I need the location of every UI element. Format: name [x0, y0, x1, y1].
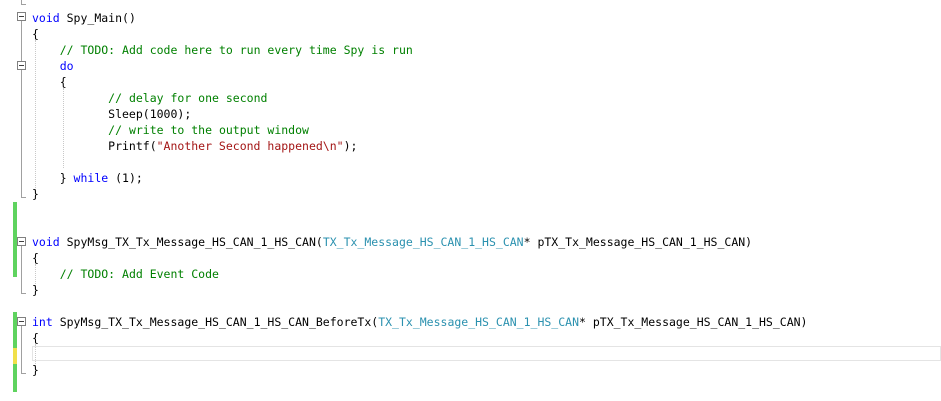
code-token: [32, 123, 108, 137]
comment-token: // delay for one second: [108, 91, 268, 105]
code-token: Sleep(1000);: [32, 107, 192, 121]
code-line[interactable]: [0, 346, 941, 362]
code-line-text: int SpyMsg_TX_Tx_Message_HS_CAN_1_HS_CAN…: [32, 314, 807, 330]
code-token: (1);: [108, 171, 143, 185]
code-line[interactable]: do: [0, 58, 941, 74]
code-line[interactable]: {: [0, 26, 941, 42]
code-line[interactable]: [0, 202, 941, 218]
code-token: }: [32, 283, 39, 297]
change-bar-saved: [13, 312, 17, 348]
code-line[interactable]: // TODO: Add code here to run every time…: [0, 42, 941, 58]
code-line-text: void Spy_Main(): [32, 10, 136, 26]
string-token: "Another Second happened\n": [156, 139, 344, 153]
collapse-toggle-icon[interactable]: [17, 317, 26, 326]
code-line-text: do: [32, 58, 74, 74]
comment-token: // TODO: Add Event Code: [59, 267, 219, 281]
code-token: [32, 91, 108, 105]
code-line[interactable]: }: [0, 282, 941, 298]
code-token: * pTX_Tx_Message_HS_CAN_1_HS_CAN): [523, 235, 753, 249]
code-line[interactable]: void SpyMsg_TX_Tx_Message_HS_CAN_1_HS_CA…: [0, 234, 941, 250]
code-line[interactable]: {: [0, 330, 941, 346]
code-token: [32, 59, 60, 73]
type-token: TX_Tx_Message_HS_CAN_1_HS_CAN: [322, 235, 524, 249]
code-token: [32, 267, 60, 281]
code-line-text: Sleep(1000);: [32, 106, 191, 122]
code-line[interactable]: {: [0, 74, 941, 90]
code-line[interactable]: }: [0, 362, 941, 378]
code-line[interactable]: [0, 218, 941, 234]
collapse-toggle-icon[interactable]: [17, 237, 26, 246]
type-token: TX_Tx_Message_HS_CAN_1_HS_CAN: [378, 315, 579, 329]
code-line[interactable]: Printf("Another Second happened\n");: [0, 138, 941, 154]
code-line[interactable]: int SpyMsg_TX_Tx_Message_HS_CAN_1_HS_CAN…: [0, 314, 941, 330]
code-line-text: void SpyMsg_TX_Tx_Message_HS_CAN_1_HS_CA…: [32, 234, 752, 250]
code-line[interactable]: [0, 154, 941, 170]
collapse-toggle-icon[interactable]: [17, 12, 26, 21]
code-token: }: [32, 187, 39, 201]
comment-token: // TODO: Add code here to run every time…: [59, 43, 413, 57]
code-token: {: [32, 251, 39, 265]
code-token: * pTX_Tx_Message_HS_CAN_1_HS_CAN): [579, 315, 808, 329]
code-token: {: [32, 331, 39, 345]
code-token: );: [343, 139, 358, 153]
keyword-token: void: [32, 11, 60, 25]
code-line[interactable]: [0, 0, 941, 10]
keyword-token: int: [32, 315, 53, 329]
code-token: SpyMsg_TX_Tx_Message_HS_CAN_1_HS_CAN(: [59, 235, 323, 249]
code-token: SpyMsg_TX_Tx_Message_HS_CAN_1_HS_CAN_Bef…: [52, 315, 379, 329]
code-line[interactable]: Sleep(1000);: [0, 106, 941, 122]
code-line-text: }: [32, 362, 39, 378]
code-line[interactable]: [0, 298, 941, 314]
code-line[interactable]: {: [0, 250, 941, 266]
code-token: }: [32, 363, 39, 377]
code-line[interactable]: // write to the output window: [0, 122, 941, 138]
code-line-text: {: [32, 74, 67, 90]
code-line-text: // write to the output window: [32, 122, 309, 138]
code-line-text: {: [32, 250, 39, 266]
code-line[interactable]: // TODO: Add Event Code: [0, 266, 941, 282]
code-token: Spy_Main(): [59, 11, 136, 25]
code-token: Printf(: [32, 139, 157, 153]
keyword-token: void: [32, 235, 60, 249]
keyword-token: while: [73, 171, 109, 185]
code-line-text: // TODO: Add Event Code: [32, 266, 219, 282]
comment-token: // write to the output window: [108, 123, 309, 137]
code-line-text: Printf("Another Second happened\n");: [32, 138, 357, 154]
code-line-text: {: [32, 26, 39, 42]
code-token: {: [32, 75, 67, 89]
keyword-token: do: [59, 59, 74, 73]
code-line-text: // TODO: Add code here to run every time…: [32, 42, 413, 58]
change-bar-saved: [13, 364, 17, 392]
code-token: }: [32, 171, 74, 185]
code-line-text: } while (1);: [32, 170, 143, 186]
code-line-text: // delay for one second: [32, 90, 267, 106]
code-line[interactable]: }: [0, 186, 941, 202]
code-line-text: }: [32, 186, 39, 202]
code-token: {: [32, 27, 39, 41]
code-line-text: {: [32, 330, 39, 346]
change-bar-saved: [13, 202, 17, 277]
collapse-toggle-icon[interactable]: [17, 61, 26, 70]
code-token: [32, 43, 60, 57]
change-bar-unsaved: [13, 348, 17, 364]
code-line-text: }: [32, 282, 39, 298]
code-line[interactable]: void Spy_Main(): [0, 10, 941, 26]
code-line[interactable]: // delay for one second: [0, 90, 941, 106]
code-line[interactable]: } while (1);: [0, 170, 941, 186]
